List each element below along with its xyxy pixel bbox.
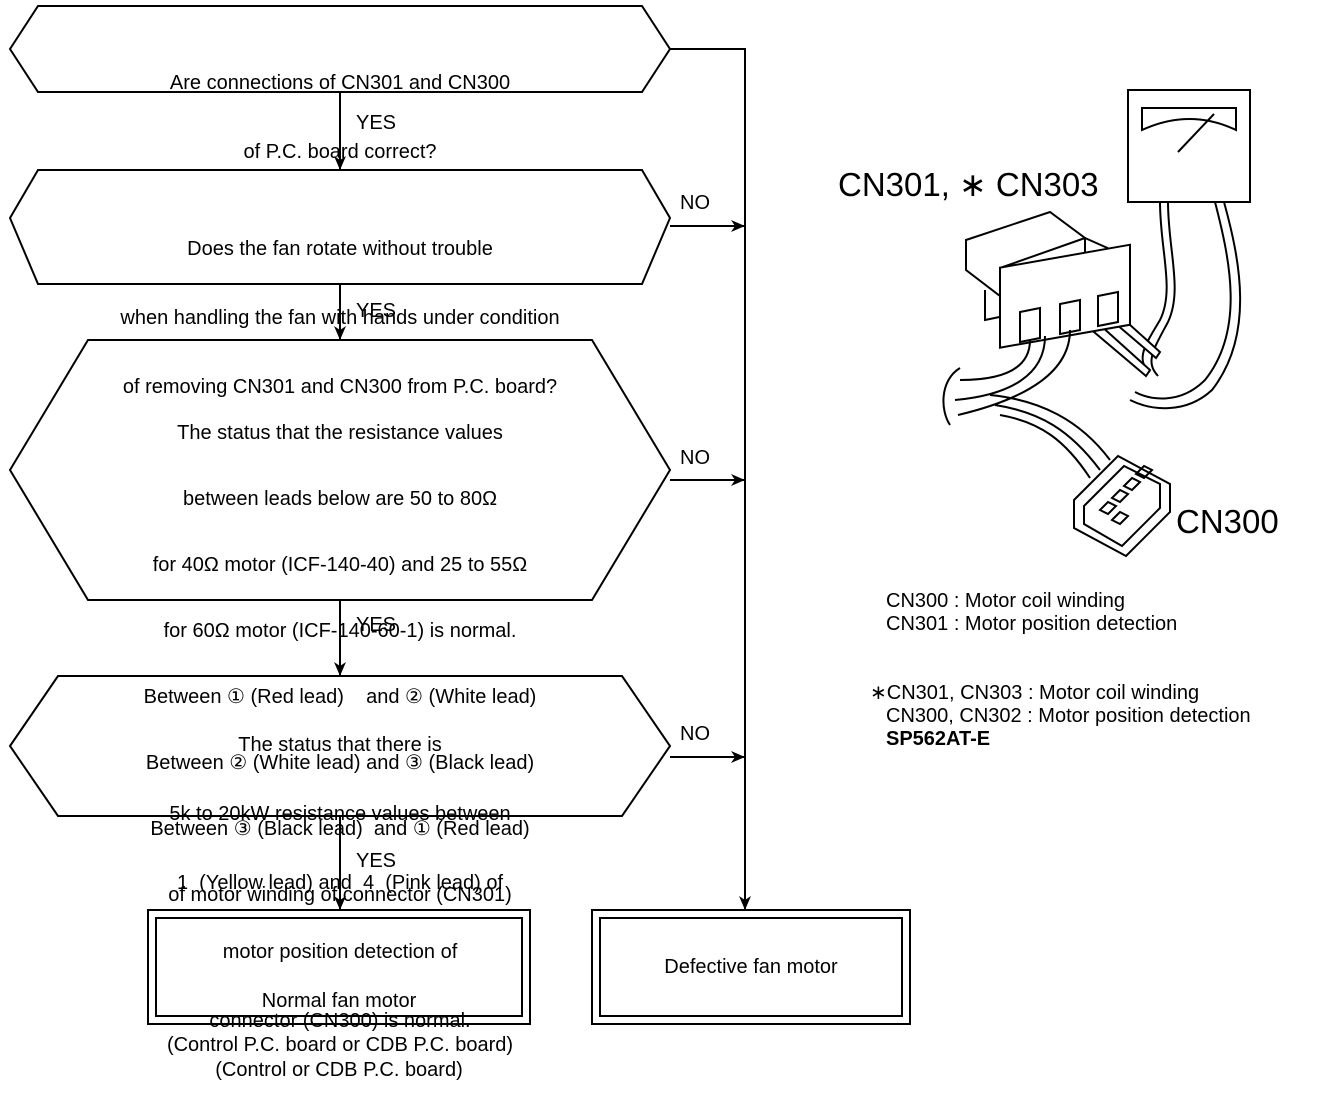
decision-3-line: Between ① (Red lead) and ② (White lead) [143, 686, 537, 708]
decision-1-line: of P.C. board correct? [243, 141, 437, 163]
defective-box-outer [591, 909, 911, 1025]
decision-1-text: Are connections of CN301 and CN300 of P.… [40, 26, 640, 187]
connector-label-bottom: CN300 [1176, 503, 1279, 540]
meter-dial-icon [1141, 107, 1237, 132]
flowchart-canvas [8, 5, 1251, 1025]
no-label: NO [680, 723, 710, 745]
decision-3-line: between leads below are 50 to 80Ω [182, 488, 498, 510]
decision-4-shape [8, 675, 672, 817]
no-line-main [670, 48, 751, 910]
yes-label: YES [356, 850, 397, 872]
decision-2-shape [8, 169, 672, 285]
decision-4-line: 5k to 20kW resistance values between [169, 803, 511, 825]
decision-3-line: for 40Ω motor (ICF-140-40) and 25 to 55Ω [152, 554, 528, 576]
normal-fan-motor-result: Normal fan motor (Control or CDB P.C. bo… [156, 944, 522, 1105]
no-label: NO [680, 447, 710, 469]
normal-result-line: (Control or CDB P.C. board) [215, 1059, 463, 1081]
decision-3-line: The status that the resistance values [177, 422, 503, 444]
decision-3-shape [8, 339, 672, 601]
decision-3-line: Between ③ (Black lead) and ① (Red lead) [150, 818, 530, 840]
yes-label: YES [356, 112, 397, 134]
decision-3-line: for 60Ω motor (ICF-140-60-1) is normal. [163, 620, 517, 642]
normal-box-outer [147, 909, 531, 1025]
decision-4-line: connector (CN300) is normal. [209, 1010, 471, 1032]
legend-line-4: CN300, CN302 : Motor position detection [886, 705, 1251, 727]
decision-3-line: Between ② (White lead) and ③ (Black lead… [145, 752, 535, 774]
decision-2-line: of removing CN301 and CN300 from P.C. bo… [122, 376, 558, 398]
connector-label-top: CN301, ∗ CN303 [838, 166, 1099, 203]
normal-box-inner [155, 917, 523, 1017]
legend-line-1: CN300 : Motor coil winding [886, 590, 1125, 612]
decision-2-line: Does the fan rotate without trouble [187, 238, 493, 260]
normal-result-line: Normal fan motor [261, 990, 417, 1012]
yes-label: YES [356, 614, 397, 636]
decision-4-line: 1 (Yellow lead) and 4 (Pink lead) of [176, 872, 504, 894]
cn300-connector [1073, 454, 1171, 558]
no-label: NO [680, 192, 710, 214]
decision-1-line: Are connections of CN301 and CN300 [169, 72, 511, 94]
meter-needle [1177, 113, 1215, 153]
connector-illustration [942, 89, 1251, 558]
decision-4-text: The status that there is 5k to 20kW resi… [60, 688, 620, 1056]
defective-box-inner [599, 917, 903, 1017]
legend-line-3: ∗CN301, CN303 : Motor coil winding [870, 682, 1200, 704]
decision-2-line: when handling the fan with hands under c… [120, 307, 560, 329]
model-number: SP562AT-E [886, 728, 991, 750]
decision-4-line: The status that there is [238, 734, 442, 756]
decision-3-line: of motor winding of connector (CN301) [168, 884, 512, 906]
footnote: (Control P.C. board or CDB P.C. board) [166, 1034, 514, 1056]
yes-label: YES [356, 300, 397, 322]
legend-line-2: CN301 : Motor position detection [886, 613, 1178, 635]
decision-2-text: Does the fan rotate without trouble when… [40, 192, 640, 422]
decision-3-text: The status that the resistance values be… [90, 378, 590, 928]
decision-4-line: motor position detection of [222, 941, 458, 963]
meter-body [1127, 89, 1251, 203]
defective-fan-motor-result: Defective fan motor [664, 956, 838, 978]
